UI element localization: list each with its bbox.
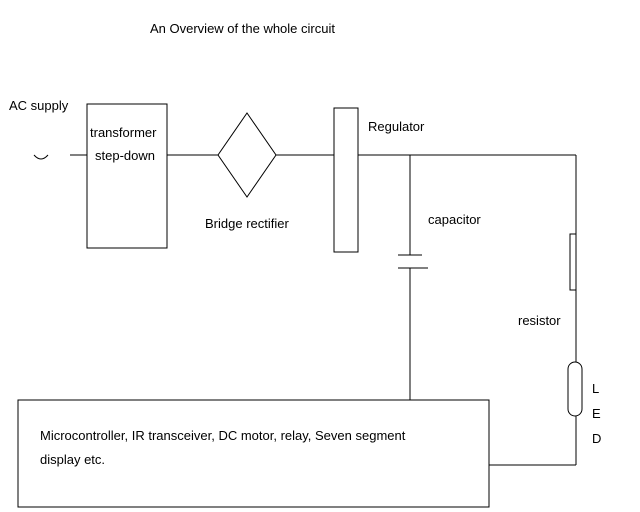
regulator-label: Regulator xyxy=(368,119,425,134)
resistor-label: resistor xyxy=(518,313,561,328)
ac-supply-label: AC supply xyxy=(9,98,69,113)
transformer-block xyxy=(86,103,168,249)
load-block xyxy=(17,399,490,508)
ac-source-symbol xyxy=(33,154,49,160)
resistor-symbol xyxy=(569,233,577,291)
load-label-line1: Microcontroller, IR transceiver, DC moto… xyxy=(40,428,406,443)
transformer-label: transformer xyxy=(90,125,157,140)
led-label-d: D xyxy=(592,431,601,446)
regulator-block xyxy=(333,107,359,253)
led-label-l: L xyxy=(592,381,599,396)
bridge-rectifier-label: Bridge rectifier xyxy=(205,216,289,231)
led-symbol xyxy=(567,361,583,417)
diagram-title: An Overview of the whole circuit xyxy=(150,21,335,36)
bridge-rectifier-symbol xyxy=(217,112,277,198)
transformer-sublabel: step-down xyxy=(95,148,155,163)
led-label-e: E xyxy=(592,406,601,421)
capacitor-label: capacitor xyxy=(428,212,481,227)
load-label-line2: display etc. xyxy=(40,452,105,467)
